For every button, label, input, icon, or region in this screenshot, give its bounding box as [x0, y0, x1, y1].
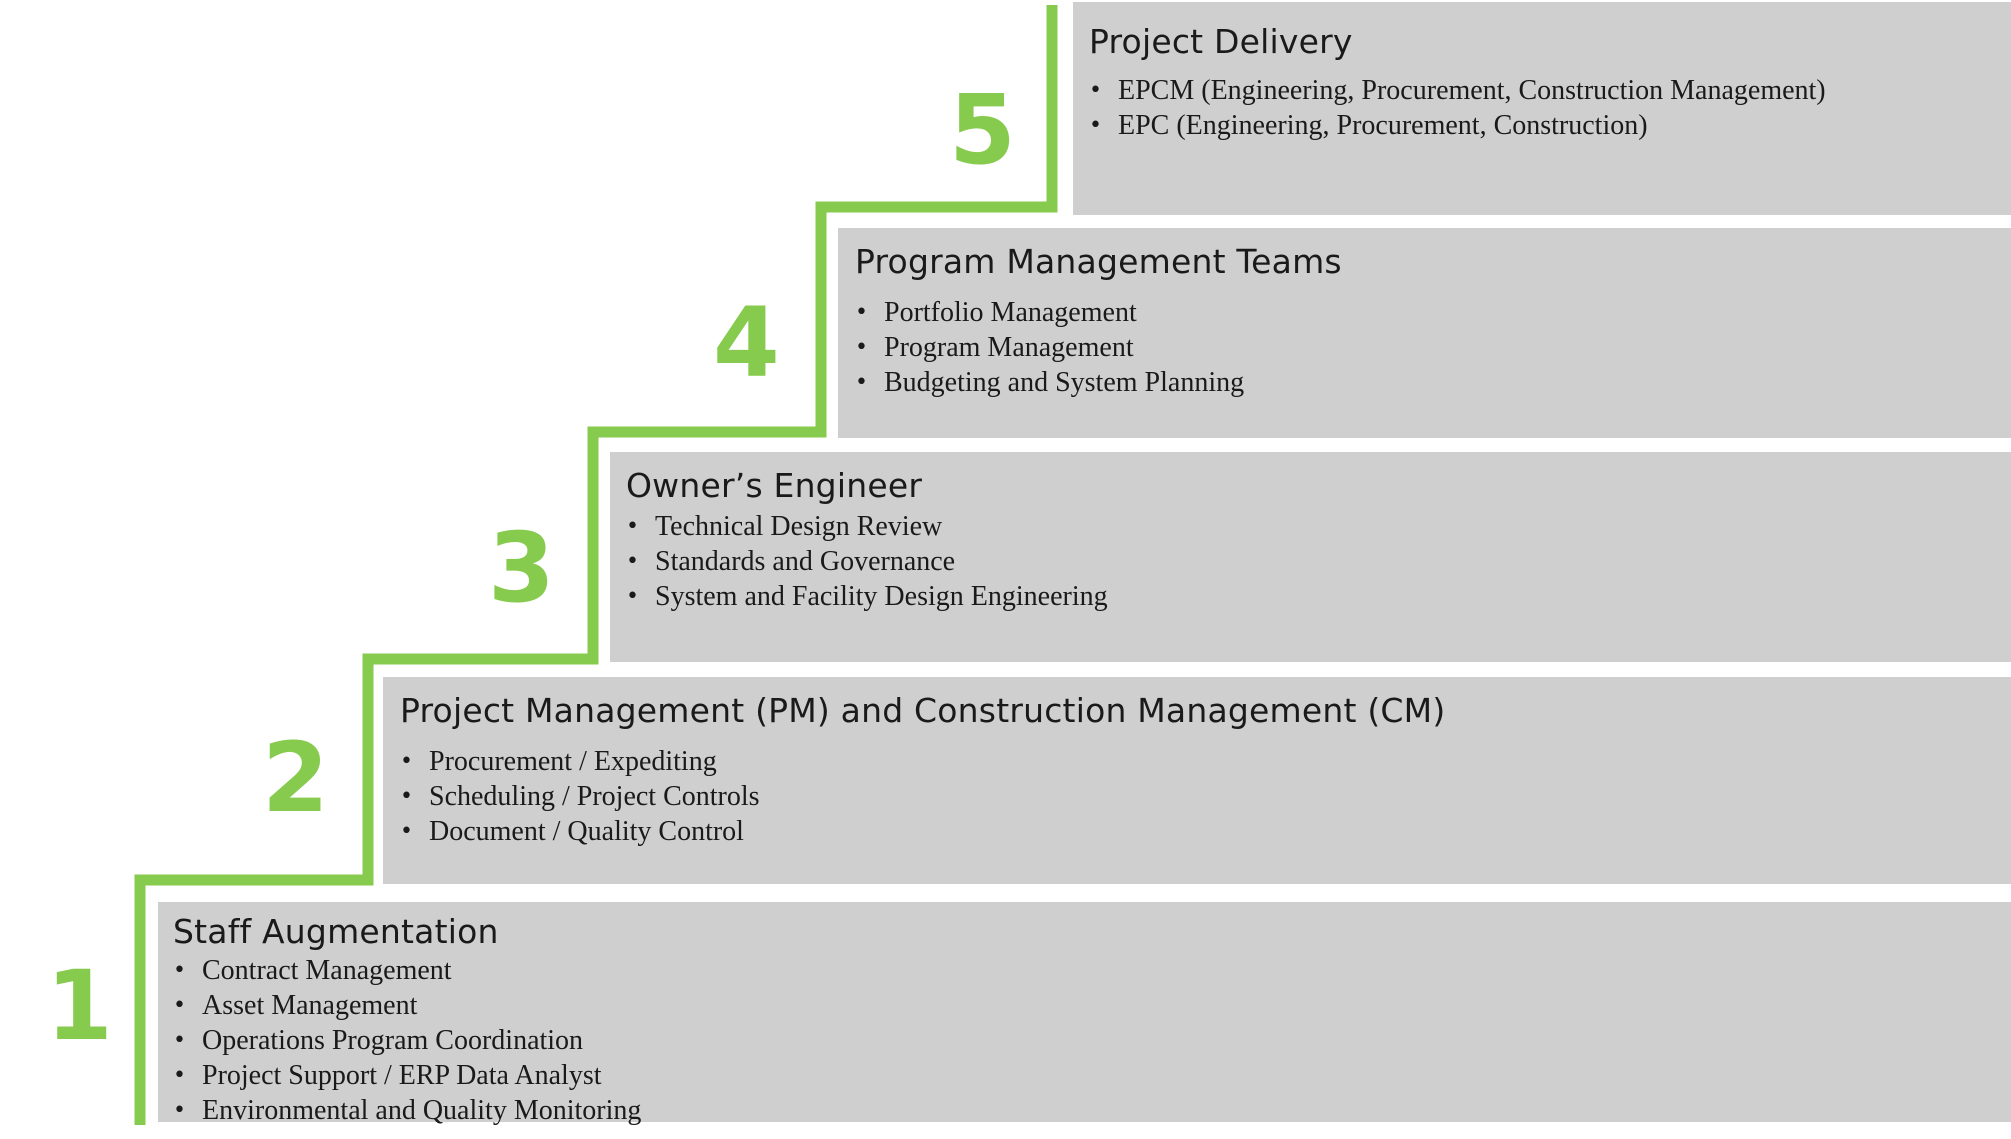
- list-item: Procurement / Expediting: [400, 744, 2011, 779]
- list-item: Asset Management: [173, 988, 2011, 1023]
- step-5-number: 5: [949, 74, 1016, 186]
- step-4-number: 4: [713, 287, 780, 399]
- list-item: EPCM (Engineering, Procurement, Construc…: [1089, 73, 2011, 108]
- step-5-title: Project Delivery: [1089, 22, 1353, 61]
- list-item: Program Management: [855, 330, 2011, 365]
- step-1-box: Staff Augmentation Contract Management A…: [158, 902, 2011, 1128]
- step-2-title: Project Management (PM) and Construction…: [400, 691, 1446, 730]
- list-item: Document / Quality Control: [400, 814, 2011, 849]
- step-1-title: Staff Augmentation: [173, 912, 499, 951]
- list-item: Technical Design Review: [626, 509, 2011, 544]
- step-2-box: Project Management (PM) and Construction…: [383, 677, 2011, 884]
- step-3-box: Owner’s Engineer Technical Design Review…: [610, 452, 2011, 662]
- step-1-number: 1: [46, 950, 113, 1062]
- list-item: Budgeting and System Planning: [855, 365, 2011, 400]
- list-item: System and Facility Design Engineering: [626, 579, 2011, 614]
- step-3-title: Owner’s Engineer: [626, 466, 923, 505]
- list-item: Environmental and Quality Monitoring: [173, 1093, 2011, 1128]
- list-item: EPC (Engineering, Procurement, Construct…: [1089, 108, 2011, 143]
- step-4-box: Program Management Teams Portfolio Manag…: [838, 228, 2011, 438]
- step-5-box: Project Delivery EPCM (Engineering, Proc…: [1073, 2, 2011, 215]
- list-item: Project Support / ERP Data Analyst: [173, 1058, 2011, 1093]
- step-4-title: Program Management Teams: [855, 242, 1342, 281]
- list-item: Operations Program Coordination: [173, 1023, 2011, 1058]
- list-item: Scheduling / Project Controls: [400, 779, 2011, 814]
- list-item: Contract Management: [173, 953, 2011, 988]
- list-item: Standards and Governance: [626, 544, 2011, 579]
- step-2-number: 2: [262, 722, 329, 834]
- step-3-number: 3: [488, 512, 555, 624]
- list-item: Portfolio Management: [855, 295, 2011, 330]
